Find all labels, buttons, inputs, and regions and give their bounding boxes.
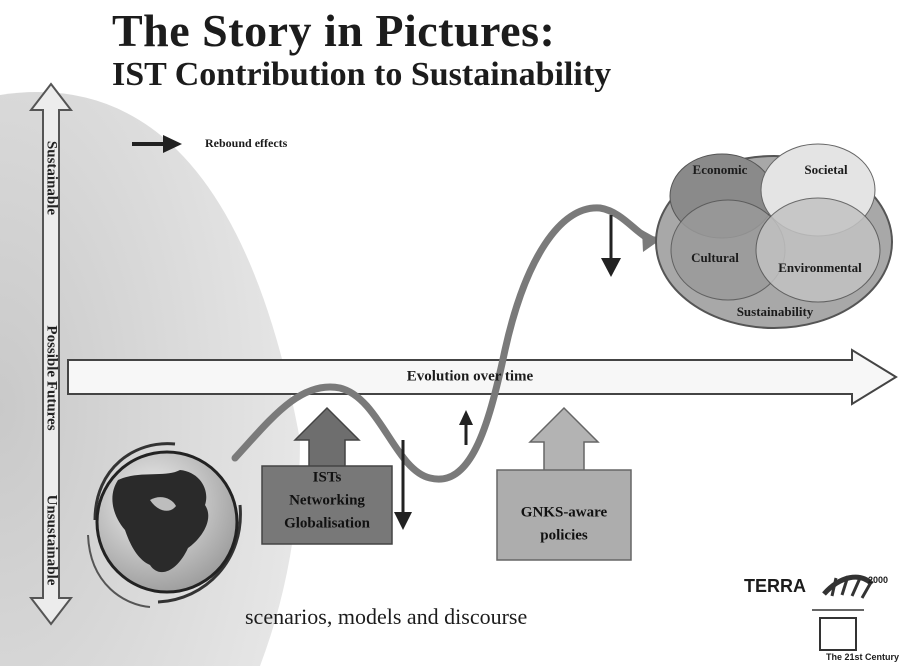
policy-driver-label-1: GNKS-aware bbox=[520, 504, 608, 521]
venn-label-economic: Economic bbox=[692, 162, 748, 177]
timeline-label: Evolution over time bbox=[406, 368, 534, 385]
curve-arrowhead bbox=[642, 230, 660, 252]
footer-caption: scenarios, models and discourse bbox=[245, 604, 528, 629]
logo-brand: TERRA bbox=[744, 576, 806, 596]
axis-label-unsustainable: Unsustainable bbox=[43, 494, 60, 586]
venn-label-societal: Societal bbox=[804, 162, 848, 177]
ist-driver-label-2: Networking bbox=[289, 492, 365, 509]
sustainability-venn bbox=[655, 143, 893, 329]
policy-driver-label-2: policies bbox=[540, 527, 588, 544]
globe-icon bbox=[87, 442, 242, 608]
rebound-arrow-2 bbox=[459, 410, 473, 445]
vertical-axis-arrow bbox=[28, 82, 74, 626]
axis-label-sustainable: Sustainable bbox=[43, 140, 60, 216]
terra-logo-icon bbox=[812, 574, 874, 651]
policy-driver-arrow bbox=[496, 406, 632, 561]
evolution-curve bbox=[231, 204, 659, 483]
ist-driver-arrow bbox=[261, 406, 393, 545]
legend-label: Rebound effects bbox=[205, 136, 288, 150]
legend-arrow-icon bbox=[132, 135, 182, 153]
logo-tagline: The 21st Century bbox=[826, 652, 900, 662]
logo-year: 2000 bbox=[868, 575, 889, 585]
venn-label-sustainability: Sustainability bbox=[736, 304, 814, 319]
evolution-arrow bbox=[67, 348, 898, 406]
ist-driver-label-1: ISTs bbox=[312, 469, 342, 486]
venn-label-environmental: Environmental bbox=[778, 260, 862, 275]
page-subtitle: IST Contribution to Sustainability bbox=[112, 56, 612, 93]
page-title: The Story in Pictures: bbox=[112, 5, 556, 56]
rebound-arrow-1 bbox=[394, 440, 412, 530]
axis-label-possible-futures: Possible Futures bbox=[43, 325, 60, 431]
rebound-arrow-3 bbox=[601, 215, 621, 277]
venn-label-cultural: Cultural bbox=[691, 250, 739, 265]
ist-driver-label-3: Globalisation bbox=[284, 515, 370, 532]
